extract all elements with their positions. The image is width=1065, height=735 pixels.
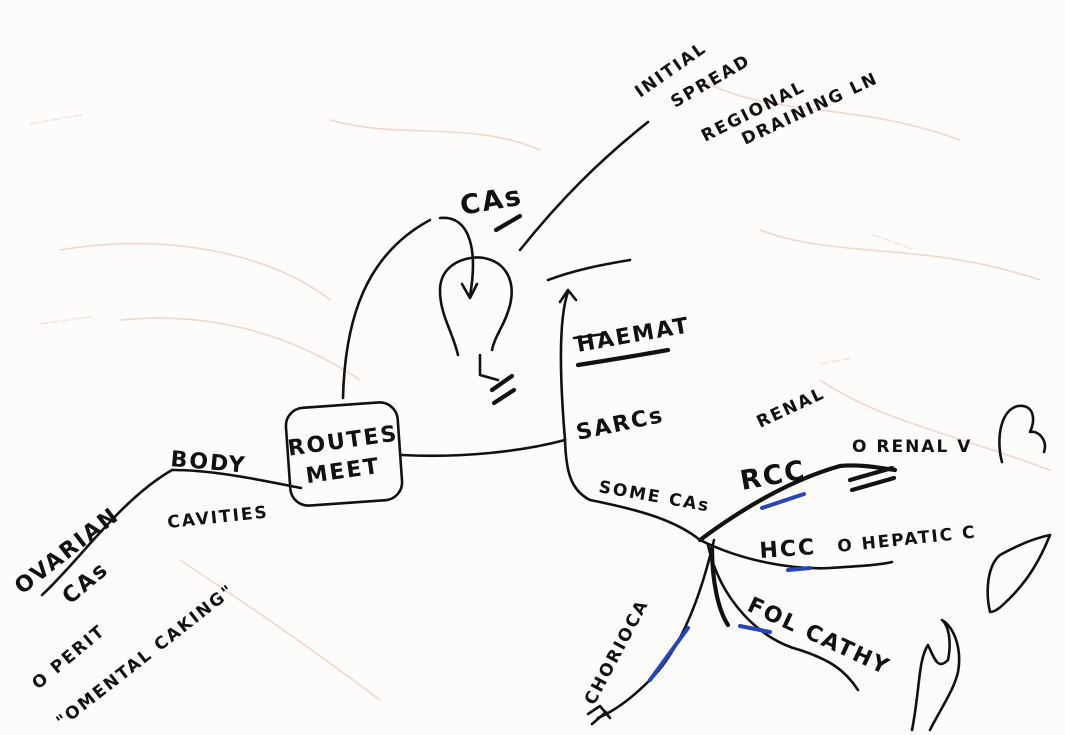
central-node: ROUTES MEET — [285, 401, 404, 507]
cas-label-top: CAs — [458, 180, 525, 221]
central-node-line1: ROUTES — [286, 421, 400, 461]
svg-text:–––––: ––––– — [27, 102, 86, 136]
show-through-background: ––––– ––––– –––– ––– — [27, 80, 1050, 700]
svg-text:–––: ––– — [817, 346, 854, 376]
kidney-icon — [999, 406, 1045, 462]
central-node-line2: MEET — [304, 454, 382, 489]
hcc-note: O HEPATIC C — [836, 522, 977, 556]
body-label: BODY — [169, 447, 247, 479]
sarcs-label: SARCs — [574, 403, 666, 446]
rcc-label: RCC — [738, 455, 809, 497]
right-branch: HAEMAT SARCs SOME CAs RENAL RCC O RENAL … — [574, 313, 1050, 730]
cavities-label: CAVITIES — [166, 502, 269, 533]
fol-cathy-label: FOL CATHY — [743, 593, 893, 681]
top-branch: CAs INITIAL SPREAD REGIONAL DRAINING LN — [440, 38, 882, 403]
some-cas-label: SOME CAs — [597, 477, 712, 516]
rcc-note: O RENAL V — [852, 437, 972, 457]
liver-icon — [988, 535, 1050, 612]
choriocarcinoma-label: CHORIOCA — [581, 596, 653, 708]
svg-text:––––: –––– — [868, 222, 918, 261]
hcc-label: HCC — [759, 535, 817, 564]
renal-label: RENAL — [754, 384, 829, 433]
uterus-icon — [912, 620, 959, 730]
bulb-icon — [440, 257, 514, 403]
svg-text:–––––: ––––– — [37, 304, 95, 336]
